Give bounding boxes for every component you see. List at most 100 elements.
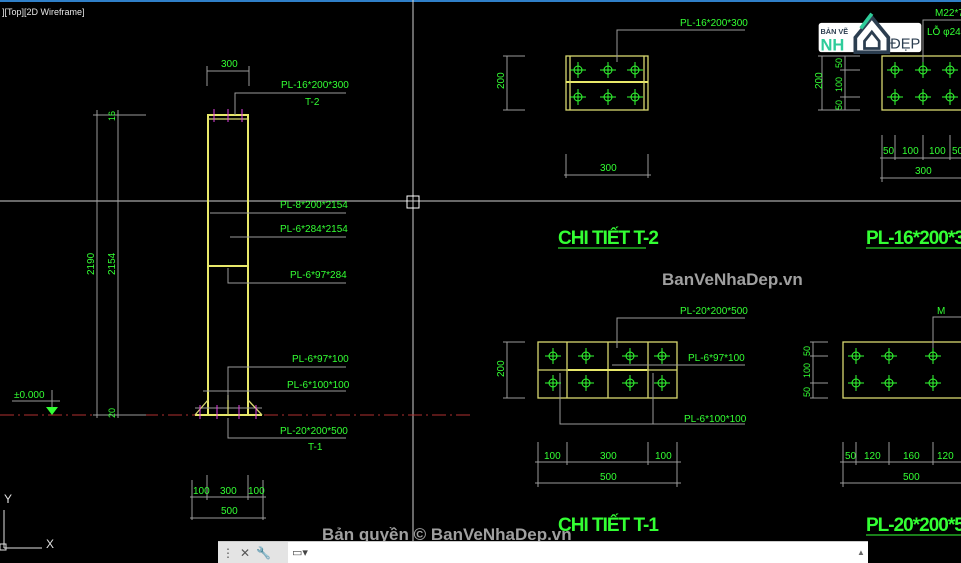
- bolt-hole-symbol: [915, 62, 931, 78]
- pt2-hdim: 50: [952, 146, 961, 157]
- bottom-total: 500: [221, 506, 238, 517]
- command-line-tools: ⋮ ✕ 🔧: [218, 542, 288, 563]
- detail-t2-title: CHI TIẾT T-2: [558, 227, 658, 249]
- top-plate-ref: T-2: [305, 97, 320, 108]
- pt2-width-dim: 300: [915, 166, 932, 177]
- watermark-copyright: Bản quyền © BanVeNhaDep.vn: [322, 525, 572, 544]
- bolt-hole-symbol: [578, 375, 594, 391]
- ucs-y-label: Y: [4, 492, 12, 506]
- pt1-vdim: 100: [802, 363, 812, 378]
- viewport-label[interactable]: ][Top][2D Wireframe]: [2, 7, 85, 17]
- dim-inner: 2154: [107, 252, 118, 275]
- pt2-hdim: 50: [883, 146, 895, 157]
- bolt-hole-symbol: [942, 62, 958, 78]
- close-icon[interactable]: ✕: [240, 545, 251, 560]
- pt2-vdim: 50: [834, 100, 844, 110]
- base-plate-label: PL-20*200*500: [280, 426, 348, 437]
- t2-hole-spec: LỖ φ24: [927, 25, 961, 38]
- bolt-hole-symbol: [881, 348, 897, 364]
- pt1-hdim: 120: [937, 451, 954, 462]
- column-elevation: [12, 66, 346, 520]
- plate-t1-drawing: [810, 316, 961, 536]
- bolt-hole-symbol: [600, 89, 616, 105]
- t2-bolt-spec: M22*70: [935, 8, 961, 19]
- wrench-icon[interactable]: 🔧: [256, 545, 272, 560]
- ucs-x-label: X: [46, 537, 54, 551]
- bolt-hole-symbol: [887, 62, 903, 78]
- t1-bolt-spec: M: [937, 306, 945, 317]
- t1-plate-label: PL-20*200*500: [680, 306, 748, 317]
- base-plate-ref: T-1: [308, 442, 323, 453]
- t1-hdim: 100: [655, 451, 672, 462]
- pt2-height-dim: 200: [814, 72, 825, 89]
- bolt-hole-symbol: [622, 375, 638, 391]
- ucs-icon: [0, 510, 42, 551]
- bolt-hole-symbol: [915, 89, 931, 105]
- bolt-hole-symbol: [925, 375, 941, 391]
- rib-label: PL-6*97*100: [292, 354, 349, 365]
- pt2-vdim: 100: [834, 77, 844, 92]
- bolt-hole-symbol: [881, 375, 897, 391]
- t2-plate-label: PL-16*200*300: [680, 18, 748, 29]
- elevation-label: ±0.000: [14, 390, 45, 401]
- top-plate-label: PL-16*200*300: [281, 80, 349, 91]
- bolt-hole-symbol: [570, 89, 586, 105]
- pt1-hdim: 120: [864, 451, 881, 462]
- pt2-hdim: 100: [929, 146, 946, 157]
- grip-icon[interactable]: ⋮: [222, 545, 234, 560]
- bolt-hole-symbol: [578, 348, 594, 364]
- bolt-hole-symbol: [545, 375, 561, 391]
- t2-height-dim: 200: [496, 72, 507, 89]
- bolt-hole-symbol: [600, 62, 616, 78]
- bottom-dim: 300: [220, 486, 237, 497]
- stiffener-label: PL-6*97*284: [290, 270, 347, 281]
- bolt-hole-symbol: [654, 348, 670, 364]
- bottom-dim: 100: [193, 486, 210, 497]
- pt1-vdim: 50: [802, 387, 812, 397]
- pt1-hdim: 50: [845, 451, 857, 462]
- command-line[interactable]: ⋮ ✕ 🔧 ▭▾ ▲: [218, 541, 868, 563]
- pt1-vdim: 50: [802, 346, 812, 356]
- window-top-border: [0, 0, 961, 2]
- logo-top-text: BẢN VẼ: [821, 27, 849, 36]
- flange-label: PL-8*200*2154: [280, 200, 348, 211]
- dim-top: 16: [107, 111, 117, 121]
- watermark-site: BanVeNhaDep.vn: [662, 270, 803, 289]
- plate-t2-drawing: [818, 19, 961, 249]
- detail-t1-drawing: [503, 317, 745, 487]
- bolt-hole-symbol: [545, 348, 561, 364]
- t1-width-dim: 500: [600, 472, 617, 483]
- bolt-hole-symbol: [925, 348, 941, 364]
- bolt-hole-symbol: [622, 348, 638, 364]
- bolt-hole-symbol: [848, 375, 864, 391]
- t1-height-dim: 200: [496, 360, 507, 377]
- bolt-hole-symbol: [654, 375, 670, 391]
- dim-total: 2190: [86, 252, 97, 275]
- t2-width-dim: 300: [600, 163, 617, 174]
- dim-bottom: 20: [107, 408, 117, 418]
- bottom-dim: 100: [248, 486, 265, 497]
- bolt-hole-symbol: [627, 89, 643, 105]
- detail-t2-drawing: [503, 29, 745, 249]
- bolt-hole-symbol: [848, 348, 864, 364]
- plate-t1-title: PL-20*200*500: [866, 515, 961, 536]
- scroll-up-icon[interactable]: ▲: [857, 548, 865, 557]
- bolt-hole-symbol: [627, 62, 643, 78]
- bolt-hole-symbol: [570, 62, 586, 78]
- command-input[interactable]: [311, 542, 854, 563]
- command-prompt-icon[interactable]: ▭▾: [292, 547, 308, 559]
- detail-t1-title: CHI TIẾT T-1: [558, 514, 659, 536]
- rib2-label: PL-6*100*100: [287, 380, 350, 391]
- pt2-hdim: 100: [902, 146, 919, 157]
- pt1-width-dim: 500: [903, 472, 920, 483]
- column-top-dim: 300: [221, 59, 238, 70]
- t1-hdim: 300: [600, 451, 617, 462]
- t1-rib2-label: PL-6*100*100: [684, 414, 747, 425]
- t1-hdim: 100: [544, 451, 561, 462]
- logo-left-text: NH: [821, 36, 845, 54]
- logo-right-text: ĐẸP: [890, 37, 920, 53]
- bolt-hole-symbol: [887, 89, 903, 105]
- pt2-vdim: 50: [834, 58, 844, 68]
- site-logo: BẢN VẼ NH ĐẸP: [818, 12, 922, 54]
